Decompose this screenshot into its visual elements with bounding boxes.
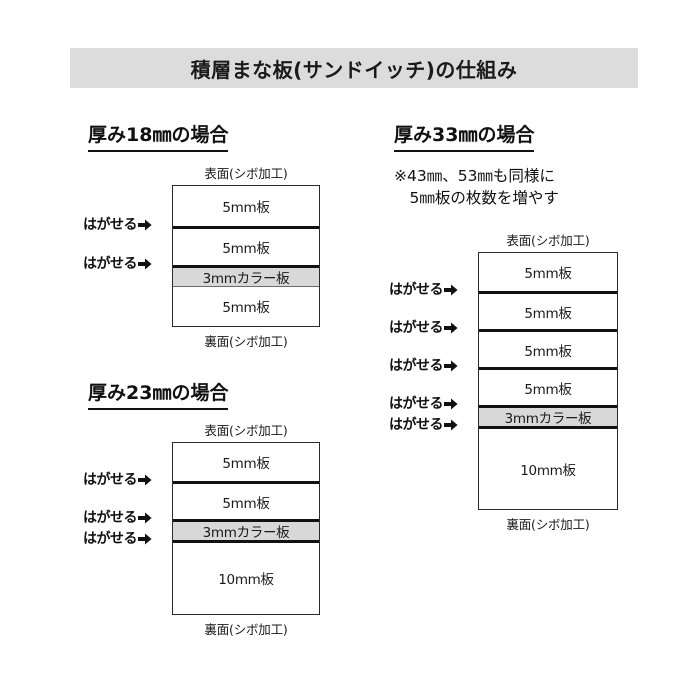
right-arrow-icon <box>138 533 152 545</box>
layer-23mm-3: 3mmカラー板 <box>173 519 319 541</box>
stack-diagram-18mm: 表面(シボ加工) 5mm板 5mm板 3mmカラー板 5mm板 裏面(シボ加工) <box>172 163 320 350</box>
layer-label: 5mm板 <box>524 381 572 398</box>
layer-33mm-2: 5mm板 <box>479 291 617 329</box>
back-face-label-23mm: 裏面(シボ加工) <box>204 622 288 638</box>
peelable-label: はがせる <box>83 509 138 526</box>
peelable-callout: はがせる <box>389 397 458 411</box>
stack-diagram-33mm: 表面(シボ加工) 5mm板 5mm板 5mm板 5mm板 3mmカラー板 10mm板 裏面… <box>478 230 618 533</box>
layer-33mm-4: 5mm板 <box>479 367 617 405</box>
peelable-callout: はがせる <box>389 418 458 432</box>
layer-33mm-3: 5mm板 <box>479 329 617 367</box>
peelable-callout: はがせる <box>389 283 458 297</box>
layer-label: 5mm板 <box>222 200 270 216</box>
layer-label: 3mmカラー板 <box>202 525 290 541</box>
peelable-label: はがせる <box>389 357 444 374</box>
peelable-label: はがせる <box>389 281 444 298</box>
stack-diagram-23mm: 表面(シボ加工) 5mm板 5mm板 3mmカラー板 10mm板 裏面(シボ加工) <box>172 420 320 638</box>
peelable-label: はがせる <box>389 395 444 412</box>
right-arrow-icon <box>444 360 458 372</box>
page-title: 積層まな板(サンドイッチ)の仕組み <box>190 57 518 82</box>
title-banner: 積層まな板(サンドイッチ)の仕組み <box>70 48 638 88</box>
right-arrow-icon <box>138 474 152 486</box>
front-face-label-23mm: 表面(シボ加工) <box>204 423 288 438</box>
layer-label: 5mm板 <box>222 241 270 257</box>
front-face-label-18mm: 表面(シボ加工) <box>204 166 288 181</box>
layer-18mm-1: 5mm板 <box>173 186 319 226</box>
layer-18mm-4: 5mm板 <box>173 286 319 325</box>
layer-stack-23mm: 5mm板 5mm板 3mmカラー板 10mm板 <box>172 442 320 616</box>
right-arrow-icon <box>138 219 152 231</box>
layer-label: 10mm板 <box>218 572 274 588</box>
peelable-callout: はがせる <box>83 511 152 525</box>
section-note-33mm: ※43㎜、53㎜も同様に 5㎜板の枚数を増やす <box>394 167 559 208</box>
layer-stack-18mm: 5mm板 5mm板 3mmカラー板 5mm板 <box>172 185 320 328</box>
layer-label: 10mm板 <box>520 462 576 479</box>
layer-label: 5mm板 <box>524 266 572 282</box>
right-arrow-icon <box>444 284 458 296</box>
layer-23mm-4: 10mm板 <box>173 540 319 613</box>
back-face-label-33mm: 裏面(シボ加工) <box>506 517 590 533</box>
layer-33mm-6: 10mm板 <box>479 426 617 508</box>
right-arrow-icon <box>444 322 458 334</box>
front-face-label-33mm: 表面(シボ加工) <box>506 233 590 248</box>
peelable-callout: はがせる <box>83 473 152 487</box>
layer-23mm-1: 5mm板 <box>173 443 319 481</box>
peelable-label: はがせる <box>83 471 138 488</box>
layer-label: 5mm板 <box>524 343 572 360</box>
layer-label: 5mm板 <box>222 456 270 472</box>
peelable-label: はがせる <box>83 255 138 272</box>
layer-23mm-2: 5mm板 <box>173 481 319 519</box>
peelable-label: はがせる <box>389 416 444 433</box>
layer-label: 5mm板 <box>524 305 572 322</box>
peelable-label: はがせる <box>389 319 444 336</box>
layer-33mm-5: 3mmカラー板 <box>479 405 617 427</box>
peelable-callout: はがせる <box>389 321 458 335</box>
section-heading-18mm: 厚み18㎜の場合 <box>88 120 229 152</box>
layer-label: 5mm板 <box>222 495 270 512</box>
layer-label: 3mmカラー板 <box>202 271 290 287</box>
peelable-callout: はがせる <box>83 218 152 232</box>
peelable-label: はがせる <box>83 530 138 547</box>
right-arrow-icon <box>444 419 458 431</box>
layer-18mm-2: 5mm板 <box>173 226 319 265</box>
peelable-callout: はがせる <box>389 359 458 373</box>
right-arrow-icon <box>138 512 152 524</box>
layer-label: 3mmカラー板 <box>504 411 592 427</box>
section-heading-33mm: 厚み33㎜の場合 <box>394 120 535 152</box>
layer-33mm-1: 5mm板 <box>479 253 617 291</box>
section-heading-23mm: 厚み23㎜の場合 <box>88 378 229 410</box>
layer-label: 5mm板 <box>222 300 270 316</box>
layer-stack-33mm: 5mm板 5mm板 5mm板 5mm板 3mmカラー板 10mm板 <box>478 252 618 511</box>
back-face-label-18mm: 裏面(シボ加工) <box>204 334 288 350</box>
peelable-callout: はがせる <box>83 257 152 271</box>
layer-18mm-3: 3mmカラー板 <box>173 265 319 287</box>
peelable-label: はがせる <box>83 216 138 233</box>
right-arrow-icon <box>138 258 152 270</box>
peelable-callout: はがせる <box>83 532 152 546</box>
right-arrow-icon <box>444 398 458 410</box>
